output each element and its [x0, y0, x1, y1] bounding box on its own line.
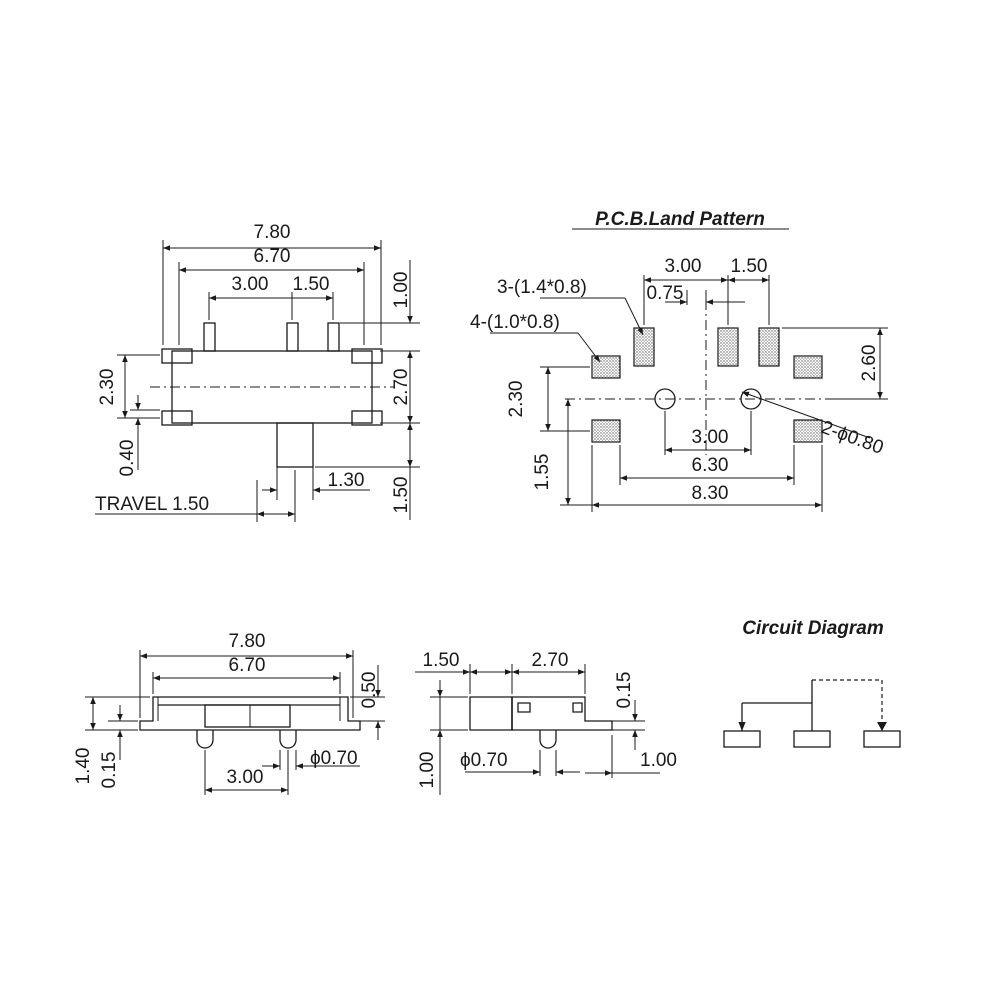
dim-front-overall: 7.80	[229, 631, 266, 652]
mounting-tab	[161, 410, 193, 426]
dim-side-height: 1.00	[417, 752, 438, 789]
locating-peg	[196, 730, 214, 749]
dim-side-actuator: 1.50	[423, 650, 460, 671]
dim-small-pad-span: 2.30	[506, 381, 527, 418]
dim-body-depth: 2.70	[391, 369, 412, 406]
dim-hole-pitch: 3.00	[692, 427, 729, 448]
side-actuator	[469, 696, 513, 731]
terminal	[286, 322, 299, 352]
dim-side-body: 2.70	[532, 650, 569, 671]
dim-width-overall: 7.80	[254, 222, 291, 243]
dim-actuator-width: 1.30	[328, 470, 365, 491]
dim-pin-pitch-a: 3.00	[232, 274, 269, 295]
dim-front-body: 6.70	[229, 655, 266, 676]
land-pad-large	[717, 327, 739, 367]
mounting-tab	[351, 410, 383, 426]
dim-inner-pad-span: 6.30	[692, 455, 729, 476]
top-view: 7.80 6.70 3.00 1.50 1.00 2.30 2.70 0.40 …	[95, 222, 420, 522]
dim-front-actuator-height: 0.50	[359, 672, 380, 709]
dim-pad-pitch-a: 3.00	[665, 256, 702, 277]
dim-actuator-length: 1.50	[391, 477, 412, 514]
dim-front-tab-thickness: 0.15	[99, 752, 120, 789]
circuit-diagram: Circuit Diagram	[723, 618, 901, 748]
dim-pad-pitch-b: 1.50	[731, 256, 768, 277]
land-pad-small	[591, 419, 621, 443]
mounting-tab	[161, 348, 193, 364]
circuit-terminal-right	[863, 730, 901, 748]
pad-small-label: 4-(1.0*0.8)	[470, 312, 560, 333]
circuit-terminal-common	[793, 730, 831, 748]
dim-outer-pad-span: 8.30	[692, 483, 729, 504]
pcb-title: P.C.B.Land Pattern	[595, 209, 765, 230]
circuit-terminal-left	[723, 730, 761, 748]
land-pad-small	[793, 419, 823, 443]
land-pad-small	[793, 355, 823, 379]
hole-label: 2-ϕ0.80	[818, 417, 886, 459]
dim-side-tab-length: 1.00	[640, 750, 677, 771]
dim-side-tab: 0.15	[614, 672, 635, 709]
dim-pin-pitch-b: 1.50	[293, 274, 330, 295]
dim-pin-length: 1.00	[391, 272, 412, 309]
travel-label: TRAVEL 1.50	[95, 494, 209, 515]
circuit-title: Circuit Diagram	[742, 618, 884, 639]
terminal	[327, 322, 340, 352]
side-view: 1.50 2.70 0.15 1.00 ϕ0.70 1.00	[415, 650, 677, 795]
pad-large-label: 3-(1.4*0.8)	[497, 277, 587, 298]
terminal	[203, 322, 216, 352]
dim-front-peg-pitch: 3.00	[227, 767, 264, 788]
dim-pad-offset: 0.75	[647, 283, 684, 304]
land-pad-large	[633, 327, 655, 367]
side-body	[511, 696, 613, 731]
dim-tab-offset: 0.40	[117, 440, 138, 477]
dim-front-height: 1.40	[73, 748, 94, 785]
dim-tab-span: 2.30	[97, 369, 118, 406]
circuit-dashed-path	[812, 679, 883, 731]
dim-width-body: 6.70	[254, 246, 291, 267]
land-pad-small	[591, 355, 621, 379]
side-peg	[539, 730, 557, 749]
locating-peg	[279, 730, 297, 749]
front-view: 7.80 6.70 0.50 1.40 0.15 3.00 ϕ0.70	[73, 631, 385, 795]
dim-front-peg-dia: ϕ0.70	[310, 748, 358, 769]
front-body	[139, 696, 361, 731]
actuator	[276, 422, 314, 468]
pcb-land-pattern: P.C.B.Land Pattern	[470, 209, 888, 512]
dim-pad-row-offset: 2.60	[859, 345, 880, 382]
mounting-tab	[351, 348, 383, 364]
land-pad-large	[758, 327, 780, 367]
dim-side-peg-dia: ϕ0.70	[460, 750, 508, 771]
locating-hole	[654, 388, 676, 410]
dim-edge-offset: 1.55	[532, 454, 553, 491]
front-actuator	[204, 704, 291, 728]
